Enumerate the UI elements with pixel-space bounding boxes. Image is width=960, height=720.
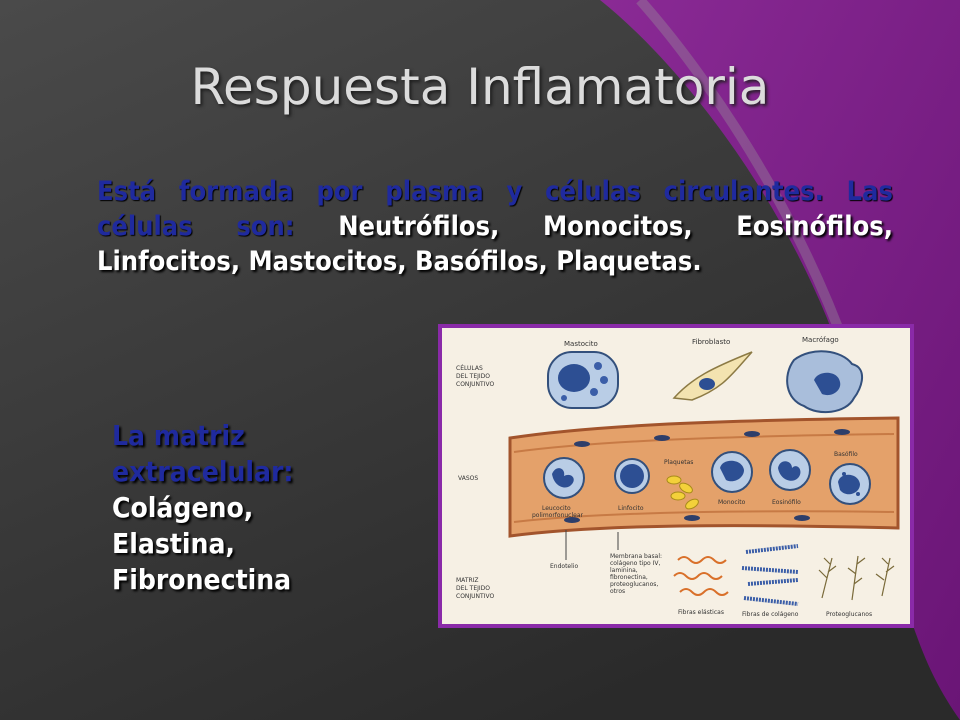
intro-highlight: Está formada por plasma y células circul… [97, 176, 893, 242]
tissue-diagram: CÉLULAS DEL TEJIDO CONJUNTIVO VASOS MATR… [456, 336, 900, 618]
label-leucocito-2: polimorfonuclear [532, 512, 584, 519]
label-matrix-3: CONJUNTIVO [456, 593, 494, 600]
label-matrix-2: DEL TEJIDO [456, 585, 490, 592]
label-cells-1: CÉLULAS [456, 364, 483, 372]
matrix-heading: La matriz extracelular: [112, 419, 294, 488]
label-linfocito: Linfocito [618, 505, 644, 512]
slide-title: Respuesta Inflamatoria [190, 58, 770, 116]
mastocito-cell [547, 351, 619, 409]
monocito-cell [711, 451, 753, 493]
label-matrix-1: MATRIZ [456, 577, 479, 584]
label-endotelio: Endotelio [550, 563, 578, 570]
label-plaquetas: Plaquetas [664, 459, 693, 466]
label-membrana-1: Membrana basal: [610, 553, 662, 560]
label-membrana-4: fibronectina, [610, 574, 648, 581]
label-macrofago: Macrófago [802, 336, 839, 344]
label-membrana-6: otros [610, 588, 625, 595]
label-proteoglucanos: Proteoglucanos [826, 611, 872, 618]
label-fibras-elasticas: Fibras elásticas [678, 609, 724, 616]
macrofago-cell [786, 350, 863, 414]
fibras-colageno [741, 544, 799, 606]
leucocito-cell [543, 457, 585, 499]
blood-vessel [508, 416, 900, 538]
label-membrana-2: colágeno tipo IV, [610, 560, 660, 567]
label-fibroblasto: Fibroblasto [692, 338, 730, 346]
matrix-item-elastina: Elastina, [112, 527, 236, 560]
basofilo-cell [829, 463, 871, 505]
label-membrana-5: proteoglucanos, [610, 581, 658, 588]
proteoglucanos [818, 555, 895, 601]
label-cells-3: CONJUNTIVO [456, 381, 494, 388]
tissue-illustration: CÉLULAS DEL TEJIDO CONJUNTIVO VASOS MATR… [438, 324, 914, 628]
intro-paragraph: Está formada por plasma y células circul… [97, 174, 893, 279]
matrix-item-fibronectina: Fibronectina [112, 563, 292, 596]
label-monocito: Monocito [718, 499, 746, 506]
intro-cell-list: Neutrófilos, Monocitos, Eosinófilos, Lin… [97, 211, 893, 277]
matrix-item-colageno: Colágeno, [112, 491, 254, 524]
label-eosinofilo: Eosinófilo [772, 499, 801, 506]
fibras-elasticas [673, 556, 729, 596]
plaquetas-cells [666, 475, 699, 510]
eosinofilo-cell [769, 449, 811, 491]
label-cells-2: DEL TEJIDO [456, 373, 490, 380]
label-mastocito: Mastocito [564, 340, 598, 348]
label-membrana-3: laminina, [610, 567, 638, 574]
label-vessels: VASOS [458, 475, 478, 482]
label-basofilo: Basófilo [834, 451, 858, 458]
matrix-block: La matriz extracelular: Colágeno, Elasti… [112, 418, 412, 598]
label-leucocito-1: Leucocito [542, 505, 571, 512]
fibroblasto-cell [672, 351, 753, 401]
label-fibras-colageno: Fibras de colágeno [742, 611, 799, 618]
linfocito-cell [614, 458, 650, 494]
